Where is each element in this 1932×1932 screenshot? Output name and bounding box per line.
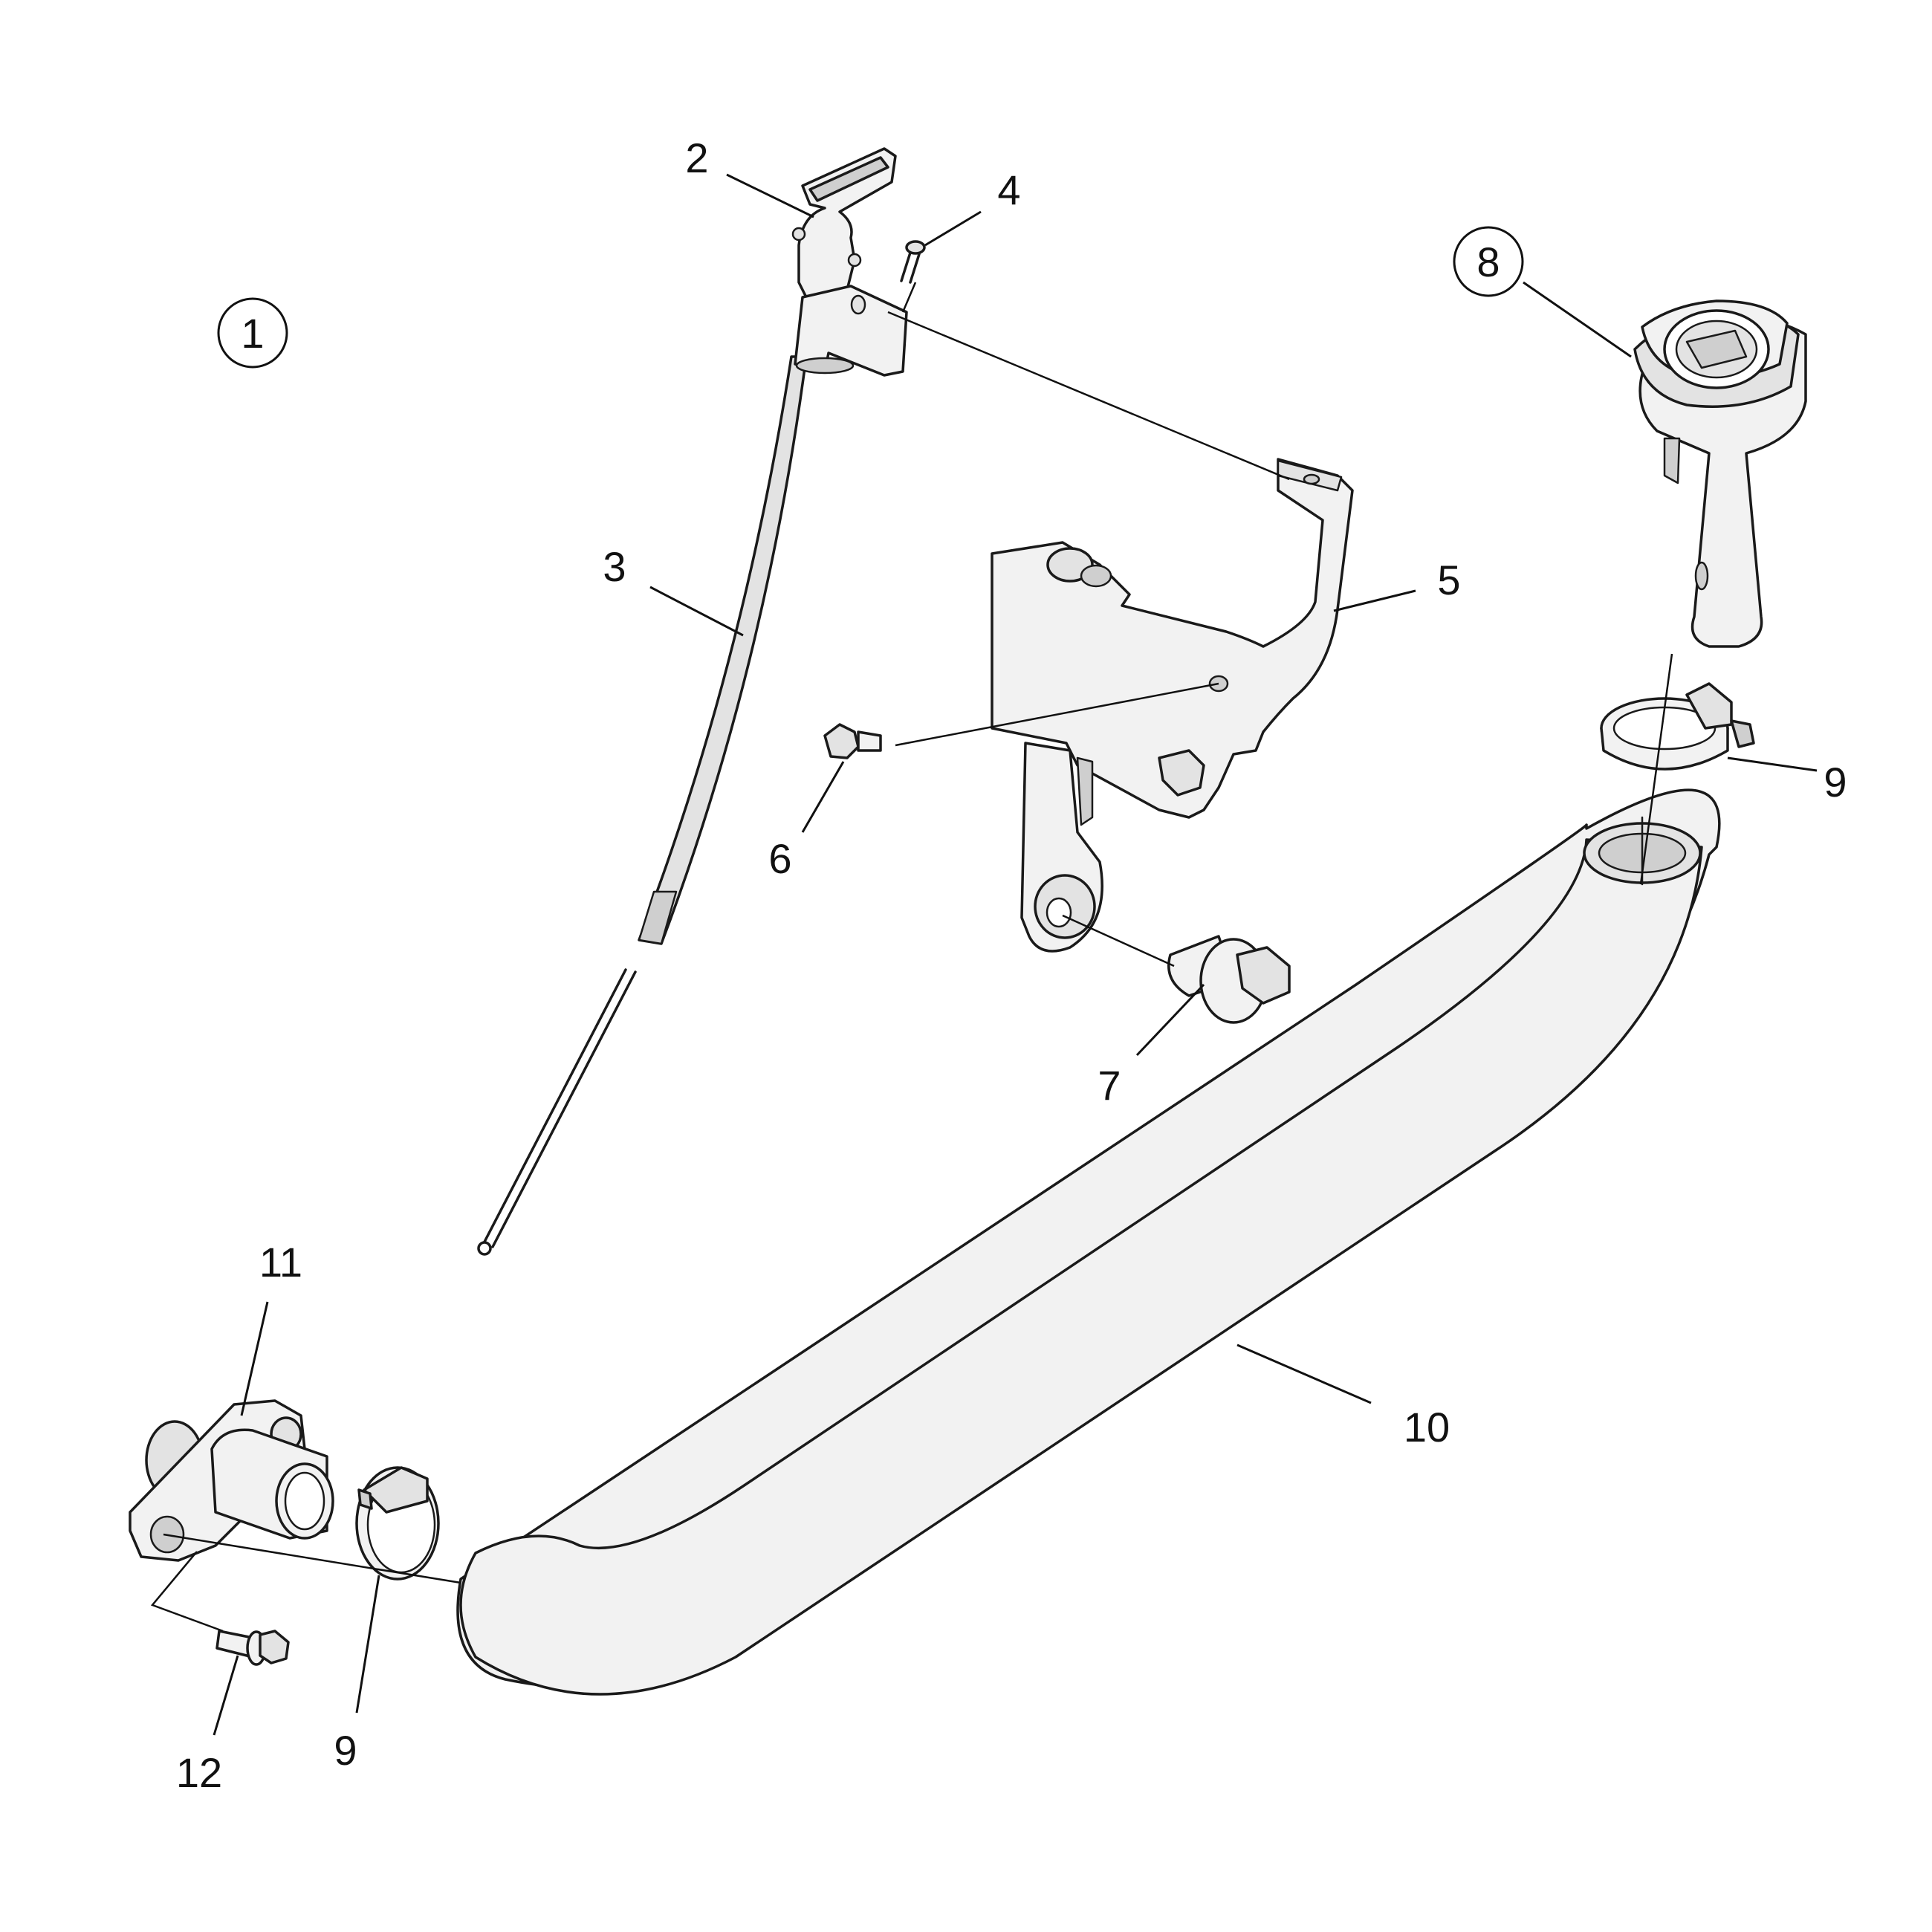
callout-2: 2 [685, 134, 708, 181]
shoulder-bolt-7-part [1167, 935, 1291, 1024]
callout-circle-8 [1453, 226, 1524, 297]
dipstick-tube-part [477, 355, 808, 1256]
callout-9-lower: 9 [334, 1727, 357, 1774]
bracket-part [991, 458, 1354, 953]
callout-7: 7 [1098, 1062, 1121, 1109]
callout-8: 8 [1476, 239, 1500, 285]
callout-circle-1 [217, 297, 288, 369]
callout-11: 11 [259, 1239, 302, 1286]
hose-clamp-upper-part [1600, 682, 1755, 771]
dipstick-handle-part [791, 147, 908, 377]
small-screw-part [900, 240, 926, 284]
callout-6: 6 [768, 835, 791, 882]
flange-bolt-12-part [215, 1630, 290, 1666]
callout-1: 1 [241, 310, 264, 357]
hex-bolt-6-part [823, 723, 882, 759]
callout-9-upper: 9 [1824, 759, 1847, 805]
callout-10: 10 [1404, 1404, 1450, 1450]
hose-clamp-lower-part [355, 1466, 440, 1581]
callout-3: 3 [603, 543, 626, 590]
assembly-lines [150, 282, 1673, 1633]
flange-fitting-part [129, 1399, 334, 1562]
hose-part [456, 788, 1721, 1696]
filler-cap-part [1633, 299, 1807, 648]
callout-4: 4 [997, 166, 1020, 213]
callout-5: 5 [1437, 557, 1460, 603]
callout-12: 12 [176, 1749, 222, 1796]
callout-leaders [213, 173, 1818, 1736]
